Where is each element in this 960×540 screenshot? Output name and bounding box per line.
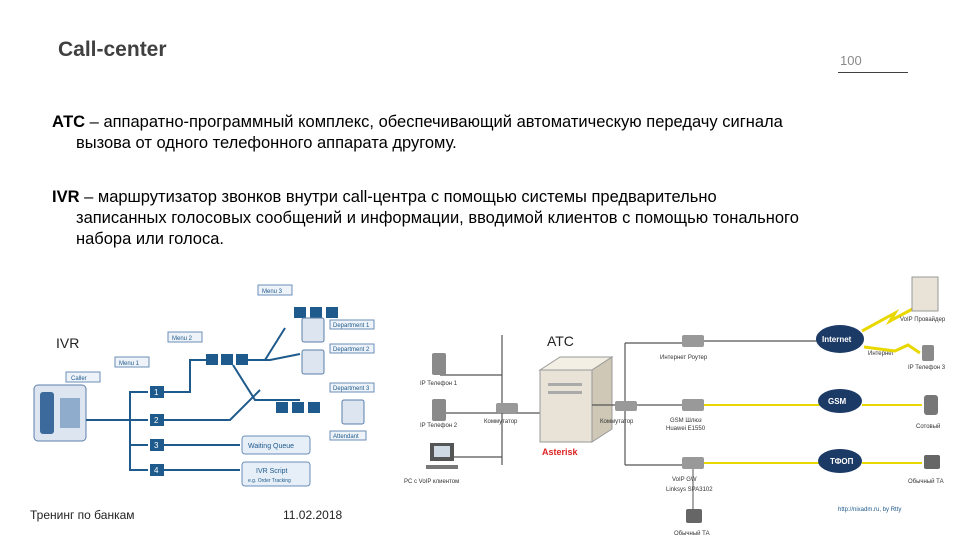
gsm-cloud-icon: [818, 389, 862, 413]
dept-phone-icon: [301, 317, 325, 343]
key-1: 1: [154, 388, 159, 397]
regular-phone-bottom-label: Обычный ТА: [674, 530, 710, 537]
router-icon: [682, 335, 704, 347]
gsm-gateway-label: GSM Шлюз: [670, 418, 702, 424]
gsm-gateway-model: Huawei E1550: [666, 426, 706, 432]
dept-phone-icon: [301, 349, 325, 375]
definition-text-cont: вызова от одного телефонного аппарата др…: [76, 134, 457, 152]
waiting-queue-label: Waiting Queue: [248, 443, 294, 450]
switch-icon: [496, 403, 518, 413]
definition-term: IVR: [52, 188, 80, 206]
voip-gateway-label: VoIP GW: [672, 477, 697, 483]
slide-number: 100: [840, 53, 862, 68]
definition-text: – аппаратно-программный комплекс, обеспе…: [85, 113, 783, 131]
landline-phone-icon: [924, 455, 940, 469]
dept-2-label: Department 2: [333, 347, 370, 353]
internet-small-label: Интернет: [868, 351, 894, 357]
voip-gateway-model: Linksys SPA3102: [666, 487, 713, 493]
cell-phone-icon: [924, 395, 938, 415]
menu-1-label: Menu 1: [119, 361, 140, 367]
landline-phone-icon: [686, 509, 702, 523]
handset-icon: [40, 392, 54, 434]
menu-2-label: Menu 2: [172, 336, 193, 342]
definition-text-cont: набора или голоса.: [76, 230, 224, 248]
ip-phone-2-label: IP Телефон 2: [420, 423, 458, 429]
ip-phone-1-label: IP Телефон 1: [420, 381, 458, 387]
definition-text-cont: записанных голосовых сообщений и информа…: [76, 209, 799, 227]
ivr-diagram: Caller Menu 1 1 2 3 4 Menu 2 Menu 3: [33, 284, 375, 487]
commutator-left-label: Коммутатор: [484, 419, 518, 425]
switch-icon: [615, 401, 637, 411]
footer-date: 11.02.2018: [283, 508, 343, 522]
ip-phone-icon: [922, 345, 934, 361]
waiting-queue-box: [241, 435, 311, 455]
dept-1-label: Department 1: [333, 323, 370, 329]
ivr-script-box: [241, 461, 311, 487]
key-4: 4: [154, 466, 159, 475]
key-2: 2: [154, 416, 159, 425]
tfop-label: ТФОП: [830, 457, 854, 466]
slide-number-underline: [838, 72, 908, 73]
cellular-label: Сотовый: [916, 423, 940, 430]
internet-cloud-icon: [816, 325, 864, 353]
slide-title: Call-center: [58, 38, 167, 61]
attendant-phone-icon: [341, 399, 365, 425]
voip-gateway-icon: [682, 457, 704, 469]
caller-label: Caller: [71, 376, 87, 382]
gsm-gateway-icon: [682, 399, 704, 411]
router-label: Интернет Роутер: [660, 355, 708, 361]
pstn-cloud-icon: [818, 449, 862, 473]
definition-atc: АТС – аппаратно-программный комплекс, об…: [52, 112, 902, 154]
caller-box: [65, 371, 101, 383]
definition-term: АТС: [52, 113, 86, 131]
voip-provider-server-icon: [911, 276, 939, 312]
pc-label: PC с VoIP клиентом: [404, 479, 459, 485]
menu-3-label: Menu 3: [262, 289, 283, 295]
asterisk-label: Asterisk: [542, 447, 579, 457]
ivr-script-label: IVR Script: [256, 468, 288, 475]
internet-label: Internet: [822, 335, 852, 344]
definition-ivr: IVR – маршрутизатор звонков внутри call-…: [52, 187, 902, 250]
ivr-script-sub: e.g. Order Tracking: [248, 478, 291, 484]
dept-3-label: Department 3: [333, 386, 370, 392]
atc-diagram: IP Телефон 1 IP Телефон 2 PC с VoIP клие…: [404, 276, 946, 537]
atc-label: АТС: [547, 333, 574, 349]
footer-left: Тренинг по банкам: [30, 508, 135, 522]
ivr-label: IVR: [56, 335, 80, 351]
gsm-label: GSM: [828, 397, 847, 406]
ip-phone-icon: [432, 399, 446, 421]
ip-phone-icon: [432, 353, 446, 375]
attendant-label: Attendant: [333, 434, 359, 440]
voip-provider-label: VoIP Провайдер: [900, 316, 946, 323]
commutator-right-label: Коммутатор: [600, 419, 634, 425]
regular-phone-right-label: Обычный ТА: [908, 478, 944, 485]
asterisk-server-icon: [539, 369, 593, 443]
site-credit: http://nixadm.ru, by Rtty: [838, 507, 901, 513]
ip-phone-3-label: IP Телефон 3: [908, 365, 946, 371]
key-3: 3: [154, 441, 159, 450]
definition-text: – маршрутизатор звонков внутри call-цент…: [79, 188, 717, 206]
